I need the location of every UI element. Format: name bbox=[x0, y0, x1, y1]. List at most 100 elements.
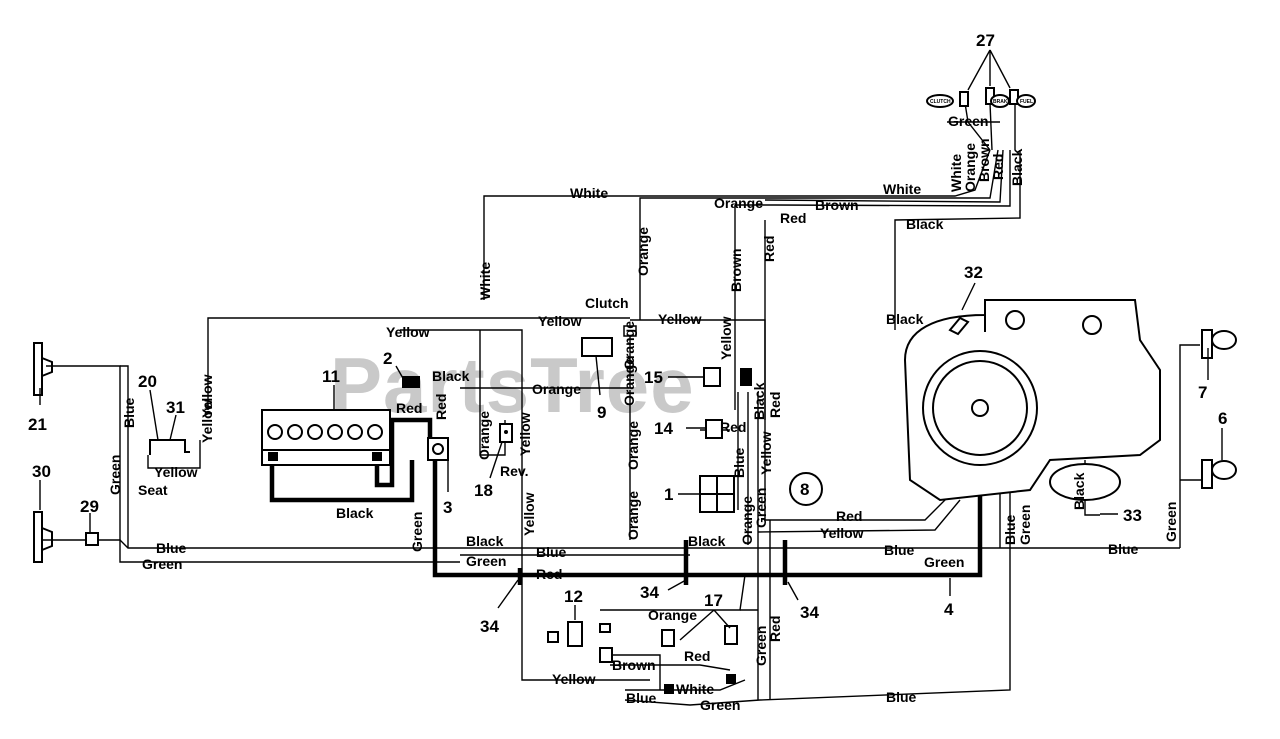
svg-text:Red: Red bbox=[990, 154, 1006, 180]
svg-text:Orange: Orange bbox=[476, 411, 492, 460]
svg-text:Black: Black bbox=[688, 533, 726, 549]
svg-text:Orange: Orange bbox=[625, 491, 641, 540]
svg-text:Blue: Blue bbox=[1002, 514, 1018, 545]
wire-paths bbox=[40, 102, 1205, 706]
svg-text:White: White bbox=[676, 681, 714, 697]
svg-text:Green: Green bbox=[466, 553, 506, 569]
svg-text:Red: Red bbox=[720, 419, 746, 435]
svg-text:White: White bbox=[948, 154, 964, 192]
svg-text:Red: Red bbox=[433, 394, 449, 420]
svg-text:Brown: Brown bbox=[612, 657, 656, 673]
svg-text:Red: Red bbox=[761, 236, 777, 262]
svg-text:Red: Red bbox=[780, 210, 806, 226]
svg-text:Red: Red bbox=[536, 566, 562, 582]
connector-29 bbox=[85, 532, 99, 546]
svg-text:Yellow: Yellow bbox=[521, 492, 537, 536]
svg-text:Orange: Orange bbox=[621, 357, 637, 406]
clutch-switch-9 bbox=[581, 325, 637, 357]
headlight-21 bbox=[33, 342, 53, 396]
engine bbox=[903, 299, 1161, 502]
svg-text:Blue: Blue bbox=[626, 690, 657, 706]
svg-text:Red: Red bbox=[684, 648, 710, 664]
svg-text:Black: Black bbox=[336, 505, 374, 521]
battery-11 bbox=[261, 409, 391, 466]
svg-text:Blue: Blue bbox=[884, 542, 915, 558]
callout-17: 17 bbox=[704, 591, 723, 610]
callout-29: 29 bbox=[80, 497, 99, 516]
svg-text:Green: Green bbox=[107, 455, 123, 495]
callout-34b: 34 bbox=[640, 583, 659, 602]
svg-text:Yellow: Yellow bbox=[758, 431, 774, 475]
lower-devices bbox=[547, 621, 738, 694]
svg-text:BRAKE: BRAKE bbox=[993, 99, 1011, 105]
wire-labels-horizontal: White White Orange Brown Red Black Green… bbox=[142, 113, 1139, 713]
switches-27: CLUTCH BRAKE FUEL bbox=[926, 87, 1036, 108]
svg-text:Orange: Orange bbox=[625, 421, 641, 470]
svg-text:Yellow: Yellow bbox=[386, 324, 430, 340]
seat-switch-20 bbox=[149, 439, 190, 455]
svg-text:White: White bbox=[570, 185, 608, 201]
reverse-switch-18 bbox=[499, 423, 513, 443]
component-labels: Clutch Seat Rev. bbox=[138, 295, 629, 498]
callout-numbers: 27 32 7 6 33 4 34 34 34 12 17 21 30 29 2… bbox=[28, 31, 1227, 636]
svg-text:Blue: Blue bbox=[1108, 541, 1139, 557]
callout-33: 33 bbox=[1123, 506, 1142, 525]
callout-34c: 34 bbox=[800, 603, 819, 622]
rear-lamp-7 bbox=[1201, 329, 1237, 359]
callout-12: 12 bbox=[564, 587, 583, 606]
callout-arrows bbox=[39, 49, 1223, 641]
callout-18: 18 bbox=[474, 481, 493, 500]
headlight-30 bbox=[33, 511, 53, 563]
svg-text:Blue: Blue bbox=[536, 544, 567, 560]
module-1 bbox=[699, 475, 735, 513]
svg-text:Green: Green bbox=[700, 697, 740, 713]
rear-lamp-6 bbox=[1201, 459, 1237, 489]
svg-text:White: White bbox=[477, 262, 493, 300]
svg-text:Blue: Blue bbox=[156, 540, 187, 556]
heavy-cables bbox=[269, 417, 983, 585]
svg-text:Black: Black bbox=[466, 533, 504, 549]
svg-text:Black: Black bbox=[1009, 148, 1025, 186]
svg-text:Orange: Orange bbox=[648, 607, 697, 623]
svg-text:Green: Green bbox=[409, 512, 425, 552]
svg-text:Yellow: Yellow bbox=[658, 311, 702, 327]
light-switch-14 bbox=[705, 419, 723, 439]
callout-8: 8 bbox=[789, 472, 823, 506]
callout-15: 15 bbox=[644, 368, 663, 387]
svg-text:Green: Green bbox=[948, 113, 988, 129]
svg-text:FUEL: FUEL bbox=[1020, 99, 1033, 105]
svg-text:Blue: Blue bbox=[731, 447, 747, 478]
svg-text:Green: Green bbox=[924, 554, 964, 570]
svg-text:Yellow: Yellow bbox=[552, 671, 596, 687]
svg-text:Brown: Brown bbox=[728, 248, 744, 292]
callout-30: 30 bbox=[32, 462, 51, 481]
svg-text:Red: Red bbox=[396, 400, 422, 416]
fuse-2 bbox=[402, 376, 420, 388]
svg-text:Red: Red bbox=[836, 508, 862, 524]
callout-20: 20 bbox=[138, 372, 157, 391]
svg-text:Yellow: Yellow bbox=[154, 464, 198, 480]
clutch-label: Clutch bbox=[585, 295, 629, 311]
svg-text:Blue: Blue bbox=[886, 689, 917, 705]
svg-text:Black: Black bbox=[432, 368, 470, 384]
svg-text:Blue: Blue bbox=[121, 397, 137, 428]
callout-3: 3 bbox=[443, 498, 452, 517]
svg-text:Black: Black bbox=[886, 311, 924, 327]
svg-text:Green: Green bbox=[142, 556, 182, 572]
svg-text:Brown: Brown bbox=[976, 138, 992, 182]
callout-27: 27 bbox=[976, 31, 995, 50]
solenoid-3 bbox=[427, 437, 449, 461]
callout-4: 4 bbox=[944, 600, 954, 619]
callout-14: 14 bbox=[654, 419, 673, 438]
svg-text:Black: Black bbox=[1071, 472, 1087, 510]
svg-text:Brown: Brown bbox=[815, 197, 859, 213]
svg-text:Green: Green bbox=[1163, 502, 1179, 542]
svg-text:Green: Green bbox=[753, 626, 769, 666]
svg-text:Black: Black bbox=[751, 382, 767, 420]
svg-text:8: 8 bbox=[800, 480, 809, 499]
svg-text:Black: Black bbox=[906, 216, 944, 232]
callout-11: 11 bbox=[322, 367, 340, 386]
svg-text:Red: Red bbox=[767, 616, 783, 642]
svg-text:Yellow: Yellow bbox=[199, 399, 215, 443]
